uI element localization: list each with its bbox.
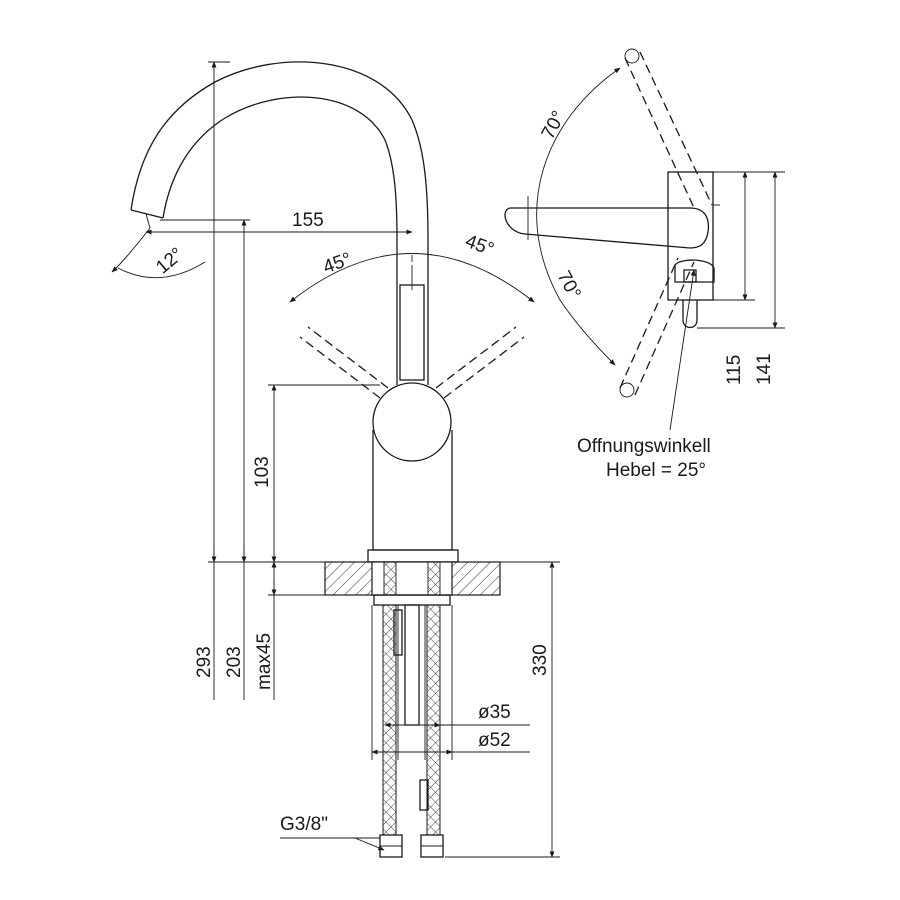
dim-thread: G3/8"	[280, 814, 328, 835]
dim-lever-up: 70°	[538, 108, 570, 143]
labels: 155 12° 45° 45° 293 203 103 max45 330 ø3…	[152, 108, 775, 835]
opening-note-line2: Hebel = 25°	[606, 460, 706, 481]
dim-side-height-2: 141	[754, 353, 775, 385]
dim-spout-height: 203	[224, 646, 245, 678]
dim-below-length: 330	[530, 644, 551, 676]
side-view	[504, 48, 785, 431]
countertop	[324, 561, 501, 606]
dim-reach: 155	[292, 210, 324, 231]
opening-note-line1: Offnungswinkell	[577, 436, 711, 457]
dim-flange-diameter: ø52	[478, 730, 511, 751]
lever	[289, 253, 535, 399]
dim-counter-thickness: max45	[254, 633, 275, 690]
supply-hoses	[379, 604, 444, 858]
dim-total-height: 293	[194, 646, 215, 678]
dimension-lines	[111, 61, 560, 858]
dim-lever-down: 70°	[553, 267, 585, 302]
dim-side-height-1: 115	[724, 355, 745, 385]
spout	[130, 61, 429, 385]
dim-lever-left: 45°	[320, 249, 354, 279]
body	[367, 382, 459, 563]
dim-hole-diameter: ø35	[478, 702, 511, 723]
dim-body-height: 103	[252, 456, 273, 488]
dim-lever-right: 45°	[462, 231, 496, 261]
